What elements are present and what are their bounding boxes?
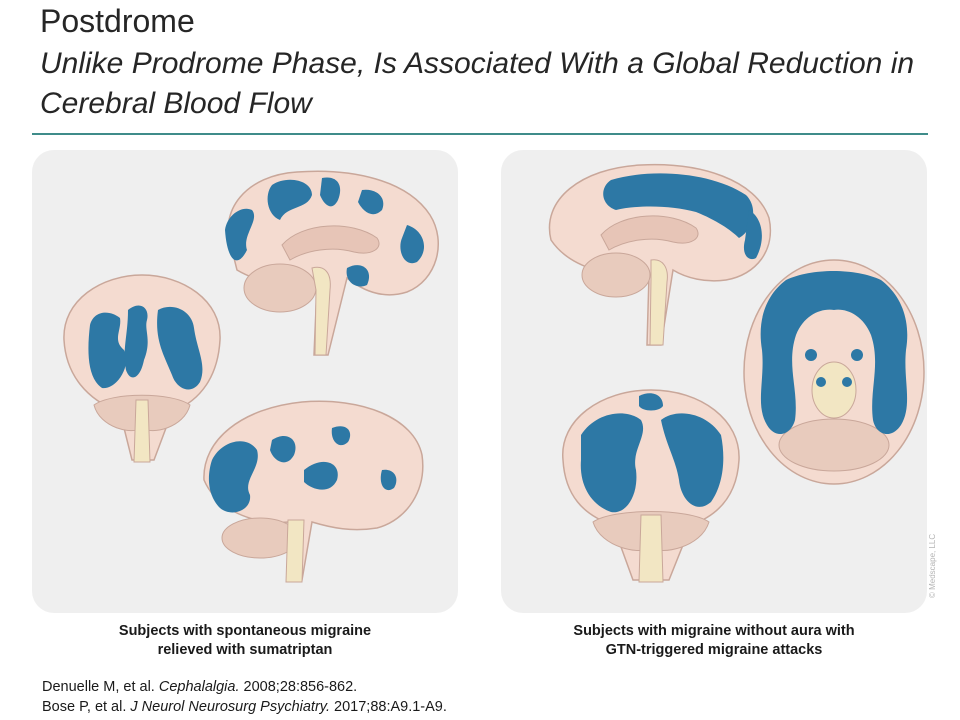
reference-item: Denuelle M, et al. Cephalalgia. 2008;28:… [42,677,447,697]
axial-brain-view [743,259,925,485]
sagittal-brain-view [548,163,772,346]
caption-line: Subjects with spontaneous migraine [118,623,372,639]
caption-line: GTN-triggered migraine attacks [605,642,823,658]
caption-gtn-triggered-migraine: Subjects with migraine without aura with… [501,622,927,660]
panel-spontaneous-migraine [32,150,458,613]
slide-subtitle: Unlike Prodrome Phase, Is Associated Wit… [40,47,915,120]
reference-citation: 2017;88:A9.1-A9. [330,699,447,715]
copyright-notice: © Medscape, LLC [928,533,937,598]
reference-item: Bose P, et al. J Neurol Neurosurg Psychi… [42,697,447,717]
reference-journal: J Neurol Neurosurg Psychiatry. [130,699,330,715]
reference-citation: 2008;28:856-862. [239,679,358,695]
lateral-brain-view [203,400,424,583]
brain-illustrations-right [548,163,925,583]
sagittal-brain-view [225,170,439,356]
brain-illustrations-left [63,170,439,583]
caption-line: Subjects with migraine without aura with [573,623,855,639]
reference-journal: Cephalalgia. [158,679,240,695]
caption-spontaneous-migraine: Subjects with spontaneous migraine relie… [32,622,458,660]
coronal-brain-view [562,389,740,583]
slide-title: Postdrome [40,3,195,39]
references: Denuelle M, et al. Cephalalgia. 2008;28:… [42,677,447,717]
reference-authors: Denuelle M, et al. [42,679,159,695]
panel-gtn-triggered-migraine [501,150,927,613]
reference-authors: Bose P, et al. [42,699,131,715]
caption-line: relieved with sumatriptan [157,642,333,658]
coronal-brain-view [63,274,221,463]
title-divider [32,133,928,135]
